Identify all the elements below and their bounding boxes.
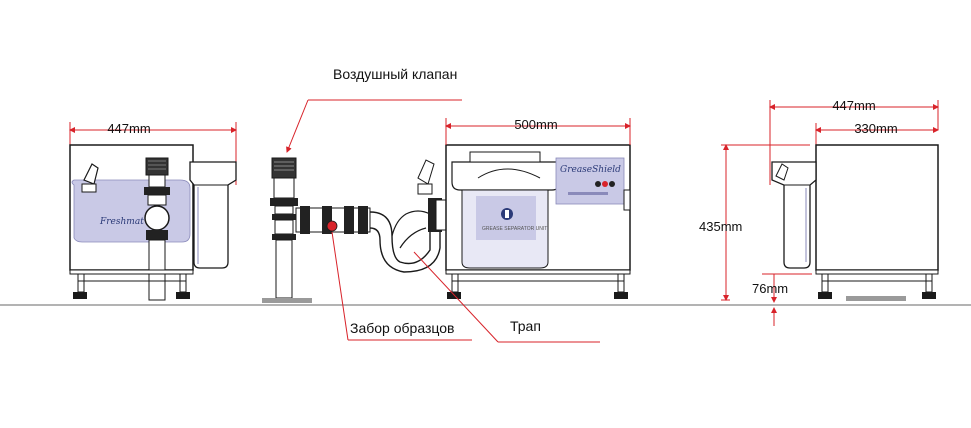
callouts: Воздушный клапан Забор образцов Трап — [286, 66, 600, 343]
left-width-dimension: 447mm — [107, 121, 150, 136]
center-front-view: GREASE SEPARATOR UNIT GreaseShield 500mm — [262, 117, 631, 303]
svg-text:GREASE SEPARATOR UNIT: GREASE SEPARATOR UNIT — [482, 226, 547, 232]
height-dimension: 435mm — [699, 219, 742, 234]
right-total-width-dimension: 447mm — [832, 98, 875, 113]
svg-text:Freshmat: Freshmat — [99, 217, 144, 227]
trap-label: Трап — [510, 318, 541, 334]
right-body-width-dimension: 330mm — [854, 121, 897, 136]
right-side-view: 447mm 330mm 435mm 76mm — [699, 98, 939, 326]
sampling-label: Забор образцов — [350, 320, 454, 336]
air-valve-label: Воздушный клапан — [333, 66, 457, 82]
brand-name: GreaseShield — [560, 165, 621, 175]
leg-height-dimension: 76mm — [752, 281, 788, 296]
front-width-dimension: 500mm — [514, 117, 557, 132]
left-side-view: 447mm Freshmat — [69, 121, 237, 301]
